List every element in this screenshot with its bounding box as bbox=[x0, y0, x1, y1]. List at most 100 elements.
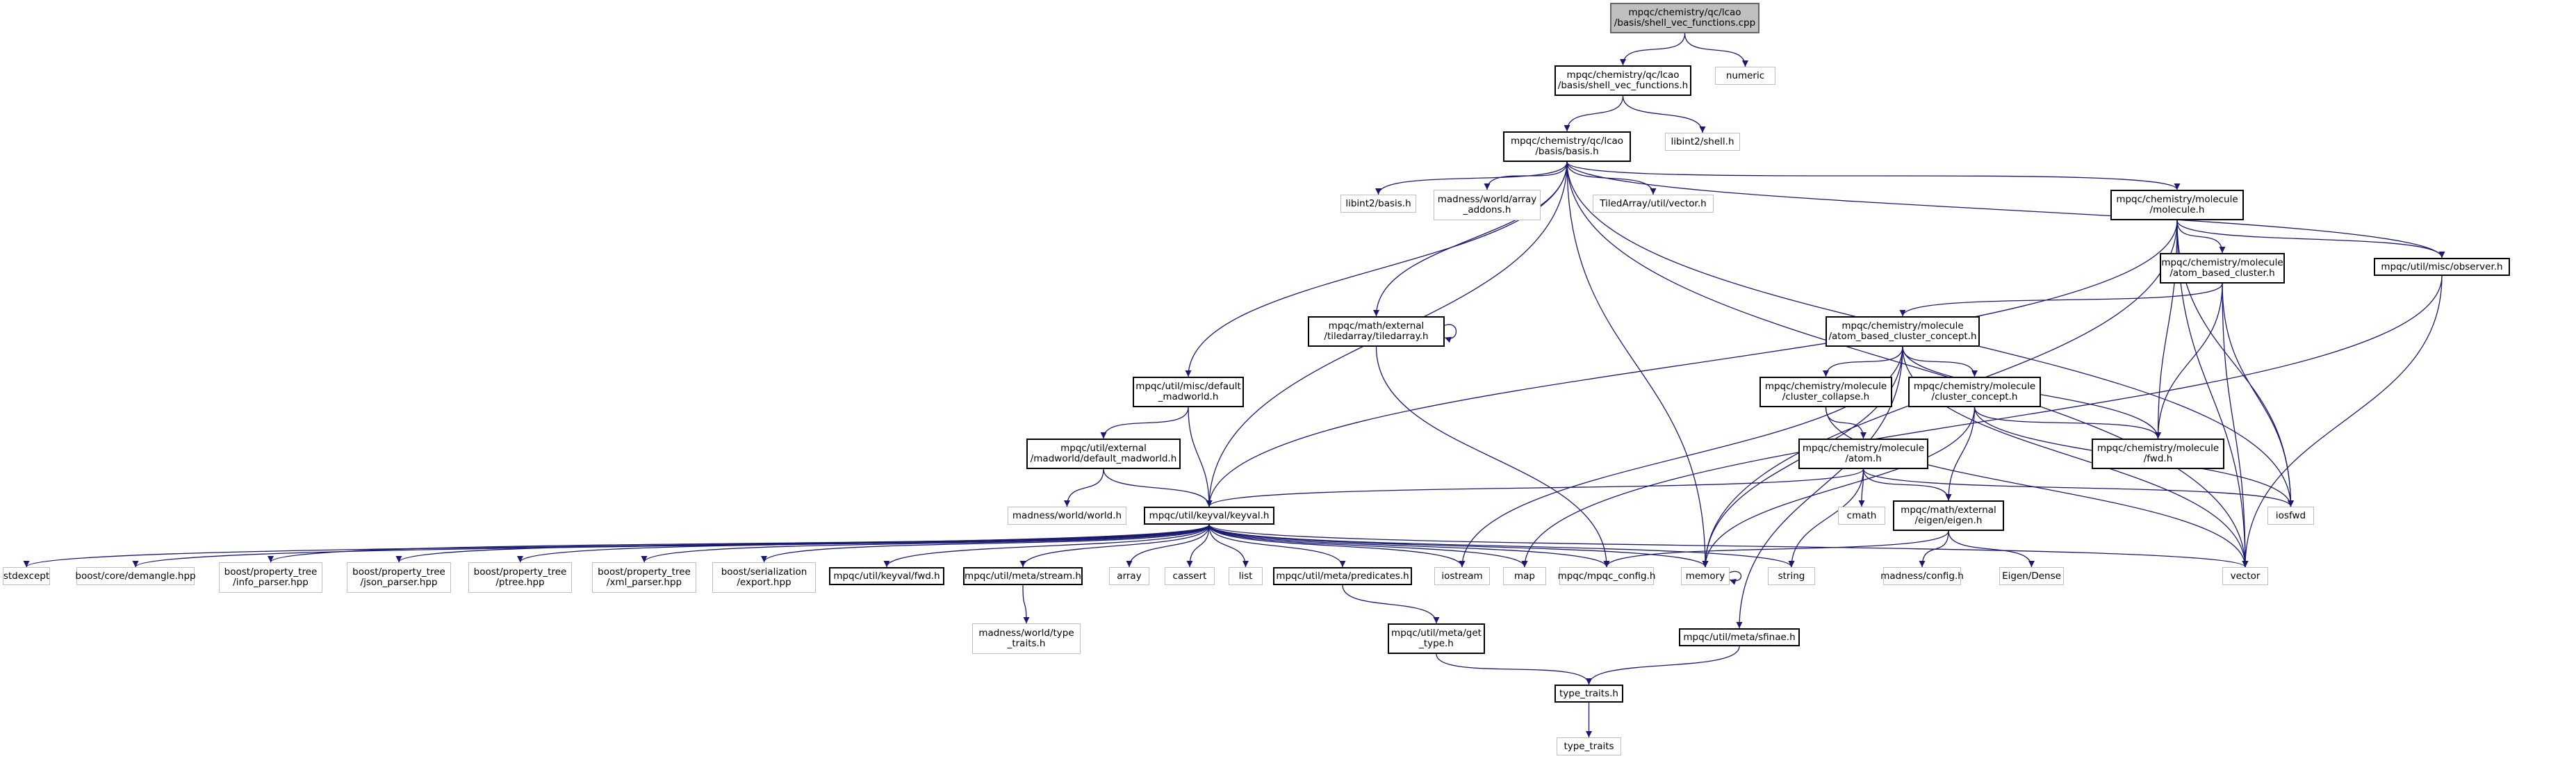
node-root[interactable]: mpqc/chemistry/qc/lcao/basis/shell_vec_f… bbox=[1610, 3, 1759, 33]
node-label: libint2/shell.h bbox=[1671, 136, 1734, 147]
node-label: TiledArray/util/vector.h bbox=[1600, 197, 1707, 209]
node-iosfwd: iosfwd bbox=[2267, 507, 2314, 525]
edge-basis-to-tiledarray bbox=[1372, 161, 1568, 317]
edge-ext-default-madworld-to-madness-world bbox=[1063, 468, 1104, 507]
node-predicates[interactable]: mpqc/util/meta/predicates.h bbox=[1273, 567, 1412, 585]
edge-atom-to-iosfwd bbox=[1862, 468, 2294, 507]
node-string: string bbox=[1768, 567, 1815, 585]
node-label: mpqc/chemistry/molecule bbox=[1764, 381, 1887, 392]
node-ta-vector: TiledArray/util/vector.h bbox=[1593, 195, 1714, 213]
node-label: /basis/basis.h bbox=[1535, 146, 1599, 157]
node-libint-basis: libint2/basis.h bbox=[1340, 195, 1416, 213]
edge-tiledarray-to-tiledarray bbox=[1444, 324, 1457, 343]
node-label: cmath bbox=[1846, 509, 1877, 521]
node-meta-stream[interactable]: mpqc/util/meta/stream.h bbox=[963, 567, 1083, 585]
edge-keyval-to-array bbox=[1126, 524, 1210, 568]
node-default-madworld[interactable]: mpqc/util/misc/default_madworld.h bbox=[1133, 377, 1244, 407]
node-svfh[interactable]: mpqc/chemistry/qc/lcao/basis/shell_vec_f… bbox=[1554, 65, 1691, 96]
edge-get-type-to-type-traits-h bbox=[1436, 653, 1592, 685]
node-label: /cluster_collapse.h bbox=[1782, 391, 1870, 402]
node-label: boost/property_tree bbox=[352, 566, 445, 578]
node-label: libint2/basis.h bbox=[1345, 197, 1411, 209]
edge-ext-default-madworld-to-keyval bbox=[1103, 468, 1213, 507]
node-label: cassert bbox=[1172, 570, 1207, 582]
node-label: mpqc/util/meta/sfinae.h bbox=[1683, 631, 1796, 643]
edge-basis-to-observer bbox=[1566, 161, 2445, 259]
edge-basis-to-libint-basis bbox=[1375, 161, 1568, 195]
node-cassert: cassert bbox=[1165, 567, 1215, 585]
node-stdexcept: stdexcept bbox=[3, 567, 50, 585]
edge-sfinae-to-type-traits-h bbox=[1585, 646, 1740, 685]
node-label: _addons.h bbox=[1463, 204, 1511, 215]
node-label: boost/property_tree bbox=[598, 566, 691, 578]
node-cluster-concept[interactable]: mpqc/chemistry/molecule/cluster_concept.… bbox=[1908, 377, 2041, 407]
node-label: mpqc/util/keyval/fwd.h bbox=[833, 570, 940, 582]
edge-keyval-to-iostream bbox=[1208, 524, 1466, 568]
edge-atom-to-keyval bbox=[1206, 468, 1864, 507]
edge-keyval-to-predicates bbox=[1208, 524, 1346, 568]
node-label: stdexcept bbox=[3, 570, 50, 582]
node-cluster-collapse[interactable]: mpqc/chemistry/molecule/cluster_collapse… bbox=[1759, 377, 1892, 407]
edge-predicates-to-get-type bbox=[1342, 584, 1440, 624]
node-label: boost/core/demangle.hpp bbox=[75, 570, 196, 582]
node-ext-default-madworld[interactable]: mpqc/util/external/madworld/default_madw… bbox=[1026, 439, 1181, 469]
node-type-traits-h[interactable]: type_traits.h bbox=[1554, 685, 1623, 703]
node-fwd-mol[interactable]: mpqc/chemistry/molecule/fwd.h bbox=[2092, 439, 2224, 469]
node-label: map bbox=[1514, 570, 1535, 582]
node-list: list bbox=[1229, 567, 1263, 585]
node-label: Eigen/Dense bbox=[2002, 570, 2061, 582]
edge-molecule-to-observer bbox=[2176, 220, 2445, 259]
node-get-type[interactable]: mpqc/util/meta/get_type.h bbox=[1388, 623, 1485, 654]
node-mad-array: madness/world/array_addons.h bbox=[1434, 190, 1541, 220]
edge-atom-to-string bbox=[1788, 468, 1864, 568]
node-xml-parser: boost/property_tree/xml_parser.hpp bbox=[592, 562, 696, 593]
node-molecule[interactable]: mpqc/chemistry/molecule/molecule.h bbox=[2110, 190, 2244, 220]
node-label: mpqc/chemistry/qc/lcao bbox=[1566, 69, 1680, 81]
node-label: array bbox=[1117, 570, 1142, 582]
node-label: string bbox=[1778, 570, 1805, 582]
node-label: mpqc/chemistry/molecule bbox=[1802, 443, 1925, 454]
node-label: mpqc/chemistry/qc/lcao bbox=[1628, 7, 1741, 18]
edge-abc-to-abcc bbox=[1899, 283, 2223, 317]
edge-root-to-numeric bbox=[1684, 33, 1749, 67]
node-label: mpqc/chemistry/molecule bbox=[2161, 257, 2283, 268]
node-eigen-dense: Eigen/Dense bbox=[1999, 567, 2064, 585]
edge-keyval-to-info-parser bbox=[268, 524, 1210, 563]
node-observer[interactable]: mpqc/util/misc/observer.h bbox=[2374, 258, 2510, 276]
node-demangle: boost/core/demangle.hpp bbox=[75, 567, 196, 585]
edge-keyval-to-mpqc-config bbox=[1208, 524, 1610, 568]
node-atom[interactable]: mpqc/chemistry/molecule/atom.h bbox=[1798, 439, 1928, 469]
node-label: madness/world/array bbox=[1437, 194, 1537, 205]
node-madness-type-traits: madness/world/type_traits.h bbox=[972, 623, 1081, 654]
node-label: /ptree.hpp bbox=[495, 577, 545, 588]
node-keyval[interactable]: mpqc/util/keyval/keyval.h bbox=[1144, 507, 1274, 525]
node-keyval-fwd[interactable]: mpqc/util/keyval/fwd.h bbox=[829, 567, 944, 585]
node-label: /tiledarray/tiledarray.h bbox=[1324, 331, 1429, 342]
node-serialization: boost/serialization/export.hpp bbox=[712, 562, 816, 593]
node-tiledarray[interactable]: mpqc/math/external/tiledarray/tiledarray… bbox=[1308, 316, 1445, 347]
node-label: /export.hpp bbox=[737, 577, 791, 588]
node-sfinae[interactable]: mpqc/util/meta/sfinae.h bbox=[1679, 628, 1800, 646]
node-label: mpqc/util/meta/stream.h bbox=[965, 570, 1081, 582]
edge-svfh-to-libint-shell bbox=[1622, 95, 1706, 133]
node-info-parser: boost/property_tree/info_parser.hpp bbox=[219, 562, 322, 593]
edge-memory-to-memory bbox=[1729, 571, 1741, 585]
node-abcc[interactable]: mpqc/chemistry/molecule/atom_based_clust… bbox=[1826, 316, 1980, 347]
edge-abc-to-vector bbox=[2222, 283, 2249, 568]
node-label: /atom_based_cluster.h bbox=[2169, 268, 2275, 279]
node-libint-shell: libint2/shell.h bbox=[1665, 133, 1740, 151]
node-abc[interactable]: mpqc/chemistry/molecule/atom_based_clust… bbox=[2160, 253, 2285, 284]
node-eigen[interactable]: mpqc/math/external/eigen/eigen.h bbox=[1893, 500, 2004, 531]
edge-keyval-to-json-parser bbox=[395, 524, 1210, 563]
edge-eigen-to-eigen-dense bbox=[1948, 530, 2035, 568]
node-label: /cluster_concept.h bbox=[1931, 391, 2018, 402]
node-label: mpqc/math/external bbox=[1328, 320, 1425, 332]
node-basis[interactable]: mpqc/chemistry/qc/lcao/basis/basis.h bbox=[1503, 131, 1631, 162]
edge-observer-to-vector bbox=[2242, 275, 2443, 568]
edge-keyval-to-vector bbox=[1208, 524, 2249, 568]
node-label: mpqc/util/misc/default bbox=[1135, 381, 1241, 392]
edge-basis-to-ta-vector bbox=[1566, 161, 1657, 195]
node-label: list bbox=[1238, 570, 1253, 582]
edge-molecule-to-vector bbox=[2176, 220, 2249, 568]
